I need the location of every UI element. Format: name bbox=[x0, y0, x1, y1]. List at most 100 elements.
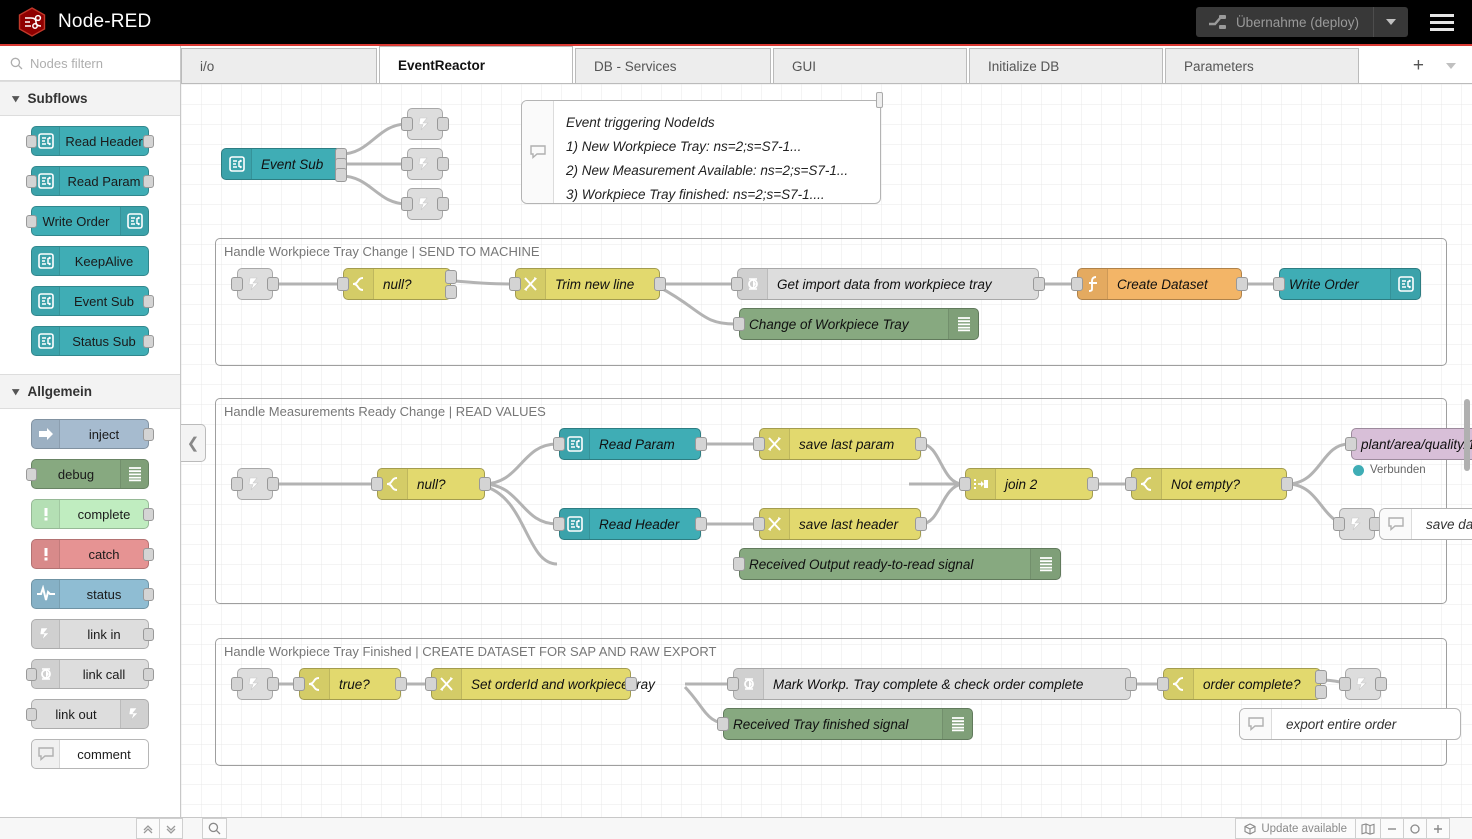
node-input-port[interactable] bbox=[231, 277, 243, 291]
node-output-port[interactable] bbox=[1375, 677, 1387, 691]
palette-node-comment[interactable]: comment bbox=[31, 739, 149, 769]
node-g1-change[interactable]: Trim new line bbox=[509, 268, 666, 300]
node-input-port[interactable] bbox=[753, 437, 765, 451]
node-input-port[interactable] bbox=[26, 468, 37, 481]
palette-node-write-order[interactable]: Write Order bbox=[26, 206, 149, 236]
node-output-port[interactable] bbox=[1125, 677, 1137, 691]
node-input-port[interactable] bbox=[717, 717, 729, 731]
node-g1-function[interactable]: Create Dataset bbox=[1071, 268, 1248, 300]
node-output-port[interactable] bbox=[1315, 685, 1327, 699]
node-output-port[interactable] bbox=[1281, 477, 1293, 491]
node-output-port[interactable] bbox=[267, 677, 279, 691]
palette-search-input[interactable]: Nodes filtern bbox=[0, 46, 180, 81]
node-input-port[interactable] bbox=[1071, 277, 1083, 291]
node-g2-mqtt[interactable]: plant/area/quality/1411005/raw bbox=[1345, 428, 1472, 460]
node-input-port[interactable] bbox=[293, 677, 305, 691]
tab-parameters[interactable]: Parameters bbox=[1165, 48, 1359, 83]
update-available-button[interactable]: Update available bbox=[1235, 818, 1356, 839]
node-input-port[interactable] bbox=[231, 477, 243, 491]
node-output-port[interactable] bbox=[437, 157, 449, 171]
node-g2-debug[interactable]: Received Output ready-to-read signal bbox=[733, 548, 1061, 580]
node-output-port[interactable] bbox=[143, 628, 154, 641]
node-input-port[interactable] bbox=[753, 517, 765, 531]
palette-node-complete[interactable]: complete bbox=[31, 499, 154, 529]
node-g2-save-param[interactable]: save last param bbox=[753, 428, 927, 460]
flow-list-chevron-down-icon[interactable] bbox=[1446, 62, 1456, 69]
palette-category-allgemein[interactable]: ▾ Allgemein bbox=[0, 374, 180, 409]
node-output-port[interactable] bbox=[915, 437, 927, 451]
node-g2-read-header[interactable]: Read Header bbox=[553, 508, 707, 540]
deploy-button-main[interactable]: Übernahme (deploy) bbox=[1196, 13, 1373, 31]
node-output-port[interactable] bbox=[445, 285, 457, 299]
palette-node-link-in[interactable]: link in bbox=[31, 619, 154, 649]
node-output-port[interactable] bbox=[143, 295, 154, 308]
node-input-port[interactable] bbox=[26, 708, 37, 721]
node-input-port[interactable] bbox=[1273, 277, 1285, 291]
node-input-port[interactable] bbox=[553, 517, 565, 531]
node-g3-linkcall[interactable]: Mark Workp. Tray complete & check order … bbox=[727, 668, 1137, 700]
node-output-port[interactable] bbox=[1087, 477, 1099, 491]
flow-canvas[interactable]: Handle Workpiece Tray Change | SEND TO M… bbox=[181, 84, 1472, 817]
node-event-sub[interactable]: Event Sub bbox=[221, 148, 347, 182]
node-input-port[interactable] bbox=[1157, 677, 1169, 691]
node-input-port[interactable] bbox=[26, 215, 37, 228]
node-output-port[interactable] bbox=[143, 588, 154, 601]
canvas-vertical-scrollbar[interactable] bbox=[1462, 84, 1472, 817]
palette-node-link-call[interactable]: link call bbox=[26, 659, 154, 689]
zoom-reset-button[interactable] bbox=[1403, 818, 1427, 839]
node-input-port[interactable] bbox=[1333, 517, 1345, 531]
node-output-port[interactable] bbox=[335, 168, 347, 182]
node-output-port[interactable] bbox=[625, 677, 637, 691]
node-g2-read-param[interactable]: Read Param bbox=[553, 428, 707, 460]
collapse-all-button[interactable] bbox=[136, 818, 160, 839]
node-input-port[interactable] bbox=[26, 175, 37, 188]
node-output-port[interactable] bbox=[695, 517, 707, 531]
node-g2-save-header[interactable]: save last header bbox=[753, 508, 927, 540]
node-g2-switch[interactable]: null? bbox=[371, 468, 491, 500]
node-output-port[interactable] bbox=[143, 508, 154, 521]
node-link-out-2[interactable] bbox=[401, 148, 449, 180]
node-input-port[interactable] bbox=[731, 277, 743, 291]
node-output-port[interactable] bbox=[915, 517, 927, 531]
node-g1-linkcall[interactable]: Get import data from workpiece tray bbox=[731, 268, 1045, 300]
node-output-port[interactable] bbox=[437, 197, 449, 211]
node-output-port[interactable] bbox=[143, 548, 154, 561]
navigator-toggle-button[interactable] bbox=[1355, 818, 1381, 839]
node-output-port[interactable] bbox=[143, 135, 154, 148]
node-input-port[interactable] bbox=[371, 477, 383, 491]
node-input-port[interactable] bbox=[1125, 477, 1137, 491]
node-output-port[interactable] bbox=[267, 277, 279, 291]
node-input-port[interactable] bbox=[337, 277, 349, 291]
node-g1-debug[interactable]: Change of Workpiece Tray bbox=[733, 308, 979, 340]
node-output-port[interactable] bbox=[1236, 277, 1248, 291]
add-flow-button[interactable]: + bbox=[1412, 55, 1424, 76]
node-output-port[interactable] bbox=[445, 270, 457, 284]
node-output-port[interactable] bbox=[695, 437, 707, 451]
node-g2-join[interactable]: join 2 bbox=[959, 468, 1099, 500]
node-input-port[interactable] bbox=[26, 135, 37, 148]
comment-node-g3-comment[interactable]: export entire order bbox=[1239, 708, 1461, 740]
palette-node-read-param[interactable]: Read Param bbox=[26, 166, 154, 196]
node-g3-link-in[interactable] bbox=[231, 668, 279, 700]
node-g3-change[interactable]: Set orderId and workpiece tray bbox=[425, 668, 655, 700]
palette-node-link-out[interactable]: link out bbox=[26, 699, 149, 729]
node-output-port[interactable] bbox=[1033, 277, 1045, 291]
palette-node-event-sub[interactable]: Event Sub bbox=[31, 286, 154, 316]
node-input-port[interactable] bbox=[401, 197, 413, 211]
node-g2-notempty[interactable]: Not empty? bbox=[1125, 468, 1293, 500]
node-input-port[interactable] bbox=[959, 477, 971, 491]
node-input-port[interactable] bbox=[733, 317, 745, 331]
tab-gui[interactable]: GUI bbox=[773, 48, 967, 83]
node-g3-switch[interactable]: true? bbox=[293, 668, 407, 700]
palette-node-read-header[interactable]: Read Header bbox=[26, 126, 154, 156]
tab-eventreactor[interactable]: EventReactor bbox=[379, 46, 573, 83]
node-output-port[interactable] bbox=[437, 117, 449, 131]
node-input-port[interactable] bbox=[425, 677, 437, 691]
hamburger-menu-icon[interactable] bbox=[1426, 10, 1458, 35]
node-output-port[interactable] bbox=[395, 677, 407, 691]
node-input-port[interactable] bbox=[733, 557, 745, 571]
palette-node-status[interactable]: status bbox=[31, 579, 154, 609]
node-output-port[interactable] bbox=[479, 477, 491, 491]
node-output-port[interactable] bbox=[143, 428, 154, 441]
